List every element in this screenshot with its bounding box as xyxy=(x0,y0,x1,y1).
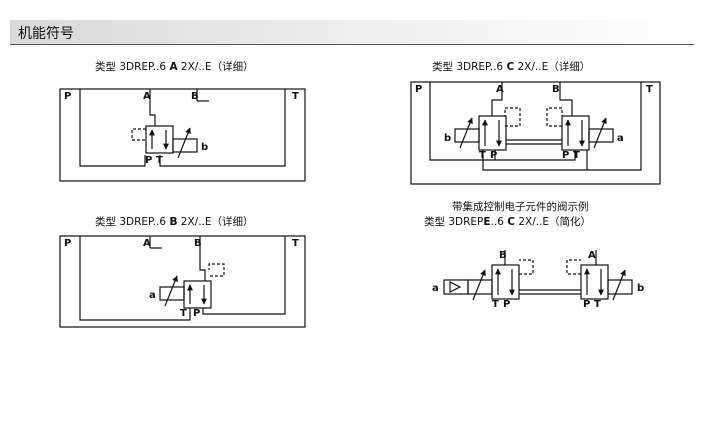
solenoid-b xyxy=(607,279,633,295)
port-b-label: B xyxy=(194,238,202,249)
port-p-label: P xyxy=(415,84,422,95)
a-line xyxy=(149,89,156,126)
pilot-dashed-right xyxy=(546,107,563,127)
diagram-type-a xyxy=(59,88,306,182)
valve-port-t-label: T xyxy=(156,155,163,166)
diagram-type-e-labels: a B A T P P T b xyxy=(432,250,644,310)
port-b-label: B xyxy=(191,91,199,102)
t-line xyxy=(482,82,642,171)
solenoid-a-label: a xyxy=(432,283,439,294)
section-title: 机能符号 xyxy=(18,26,74,42)
port-p-label: P xyxy=(64,91,71,102)
diagram-type-c-labels: P A B T T P P T b a xyxy=(415,84,653,161)
port-a-label: A xyxy=(496,84,504,95)
solenoid-b-label: b xyxy=(201,142,208,153)
diagram-type-b-labels: P A B T T P a xyxy=(64,238,299,319)
pilot-dashed-left xyxy=(504,107,521,127)
amplifier-icon xyxy=(449,281,462,293)
t-line xyxy=(202,236,286,315)
port-t-label: T xyxy=(646,84,653,95)
proportional-arrow-left xyxy=(472,269,486,301)
valve-envelope xyxy=(145,125,174,154)
proportional-arrow xyxy=(177,127,191,159)
port-p-label: P xyxy=(64,238,71,249)
p-line-right xyxy=(495,150,576,161)
port-a-label: A xyxy=(143,91,151,102)
caption-type-e: 类型 3DREPE..6 C 2X/..E（简化） xyxy=(424,216,592,228)
valve-housing xyxy=(410,81,661,185)
valve-envelope-left xyxy=(491,264,520,300)
valve-housing xyxy=(59,88,306,182)
diagram-type-b xyxy=(59,235,306,328)
valve-envelope-right xyxy=(561,115,590,151)
valve-envelope-right xyxy=(580,264,609,300)
solenoid-b-label: b xyxy=(637,283,644,294)
port-a-label: A xyxy=(588,250,596,261)
valve-port-t-label: T xyxy=(479,150,486,161)
solenoid-a-label: a xyxy=(617,133,624,144)
proportional-arrow-right xyxy=(593,117,607,149)
port-a-label: A xyxy=(143,238,151,249)
valve-envelope xyxy=(183,280,212,309)
solenoid-a-label: a xyxy=(149,290,156,301)
pilot-dashed xyxy=(131,128,146,141)
valve-port-p-label: P xyxy=(193,308,200,319)
diagram-type-a-labels: P A B T P T b xyxy=(64,91,299,166)
port-b-label: B xyxy=(499,250,507,261)
port-t-label: T xyxy=(292,91,299,102)
valve-port-p-label: P xyxy=(490,150,497,161)
solenoid-b-label: b xyxy=(444,133,451,144)
port-t-label: T xyxy=(292,238,299,249)
port-b-label: B xyxy=(552,84,560,95)
caption-type-b: 类型 3DREP..6 B 2X/..E（详细） xyxy=(95,216,254,228)
b-line xyxy=(559,82,573,116)
pilot-dashed-left xyxy=(519,259,534,275)
integrated-electronics-left xyxy=(443,279,469,295)
caption-type-c: 类型 3DREP..6 C 2X/..E（详细） xyxy=(432,61,591,73)
caption-type-a: 类型 3DREP..6 A 2X/..E（详细） xyxy=(95,61,254,73)
valve-port-p-label: P xyxy=(583,299,590,310)
caption-integrated-title: 带集成控制电子元件的阀示例 xyxy=(452,201,589,213)
section-header: 机能符号 xyxy=(10,20,694,45)
valve-port-p-label: P xyxy=(145,155,152,166)
b-line xyxy=(199,236,206,281)
valve-port-t-label: T xyxy=(573,150,580,161)
proportional-arrow xyxy=(164,275,178,307)
pilot-dashed xyxy=(208,263,225,277)
p-line-left xyxy=(429,82,496,161)
valve-port-p-label: P xyxy=(562,150,569,161)
valve-envelope-left xyxy=(478,115,507,151)
pilot-dashed-right xyxy=(566,259,581,275)
valve-housing xyxy=(59,235,306,328)
valve-port-t-label: T xyxy=(180,308,187,319)
valve-port-t-label: T xyxy=(594,299,601,310)
valve-port-t-label: T xyxy=(492,299,499,310)
proportional-arrow-left xyxy=(459,117,473,149)
valve-port-p-label: P xyxy=(503,299,510,310)
p-line xyxy=(79,89,146,167)
proportional-arrow-right xyxy=(612,269,626,301)
t-line xyxy=(159,89,286,167)
diagram-type-e xyxy=(443,250,633,301)
p-line xyxy=(79,236,191,321)
a-line xyxy=(491,82,503,116)
diagram-type-c xyxy=(410,81,661,185)
